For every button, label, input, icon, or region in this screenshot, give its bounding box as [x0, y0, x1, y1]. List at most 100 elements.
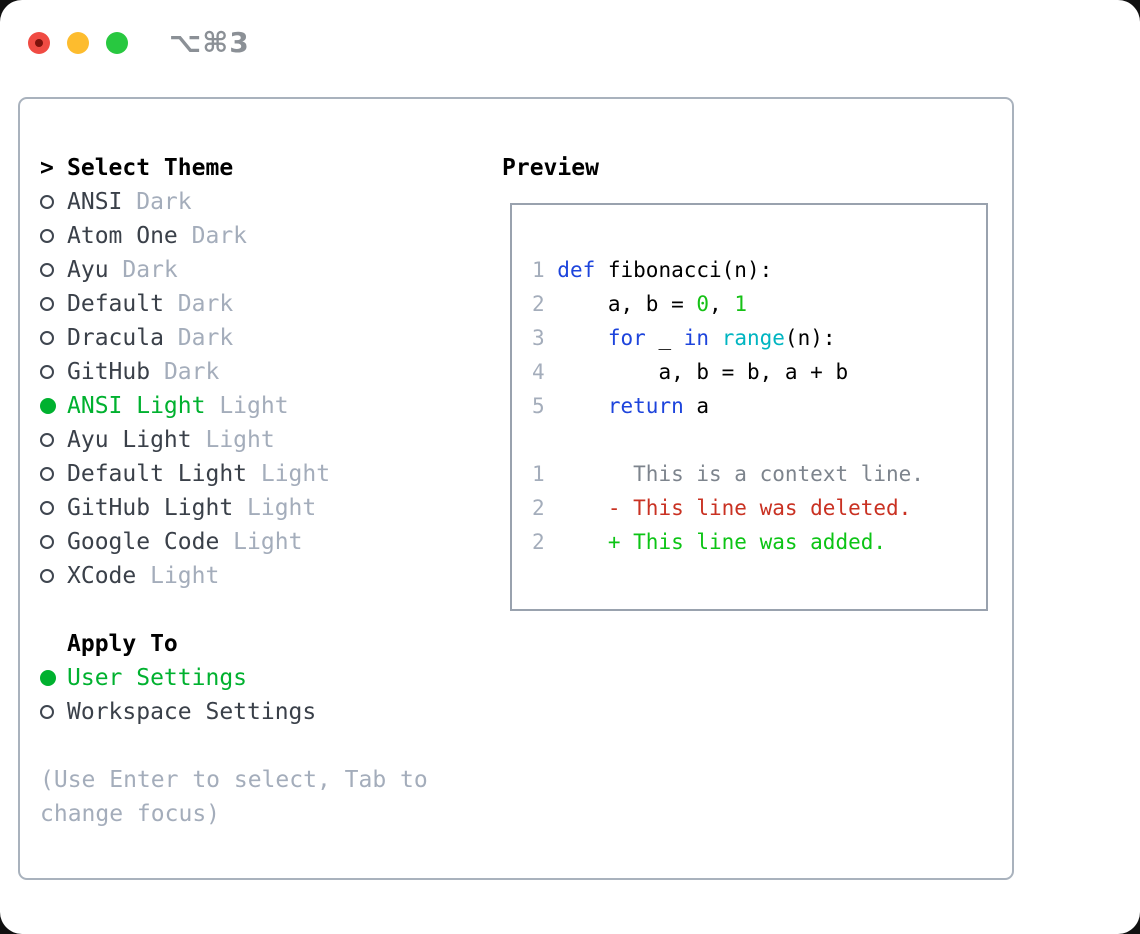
theme-option[interactable]: XCode Light — [40, 559, 500, 593]
apply-option[interactable]: User Settings — [40, 661, 500, 695]
code-segment-plain: a — [683, 394, 710, 418]
theme-name: Atom One — [67, 223, 178, 249]
code-segment-plain: fibonacci(n): — [595, 258, 773, 282]
diff-text: + This line was added. — [557, 530, 887, 554]
radio-cell — [40, 569, 67, 583]
traffic-light-minimize-icon[interactable] — [67, 31, 89, 54]
select-theme-title: Select Theme — [67, 155, 234, 181]
theme-option[interactable]: Default Dark — [40, 287, 500, 321]
theme-variant: Light — [191, 427, 275, 453]
theme-option[interactable]: ANSI Light Light — [40, 389, 500, 423]
theme-name: ANSI Light — [67, 393, 206, 419]
code-segment-number: 0 — [696, 292, 710, 316]
radio-cell — [40, 670, 67, 686]
line-number: 3 — [532, 326, 558, 350]
diff-line-added: 2 + This line was added. — [532, 525, 986, 559]
spacer — [40, 729, 500, 763]
theme-label: ANSI Dark — [67, 189, 192, 215]
radio-cell — [40, 297, 67, 311]
code-segment-plain: _ — [645, 326, 684, 350]
theme-name: Dracula — [67, 325, 164, 351]
theme-label: Ayu Dark — [67, 257, 178, 283]
theme-label: Ayu Light Light — [67, 427, 275, 453]
code-segment-plain — [557, 326, 608, 350]
theme-name: Ayu Light — [67, 427, 192, 453]
window-titlebar: ⌥⌘3 — [28, 26, 250, 59]
theme-option[interactable]: Default Light Light — [40, 457, 500, 491]
diff-line-context: 1 This is a context line. — [532, 457, 986, 491]
radio-icon — [40, 365, 54, 379]
radio-cell — [40, 433, 67, 447]
code-segment-keyword: in — [683, 326, 710, 350]
radio-cell — [40, 331, 67, 345]
code-line: 3 for _ in range(n): — [532, 321, 986, 355]
radio-cell — [40, 263, 67, 277]
diff-line-deleted: 2 - This line was deleted. — [532, 491, 986, 525]
code-segment-plain: , — [709, 292, 735, 316]
line-number: 2 — [532, 530, 558, 554]
radio-icon — [40, 501, 54, 515]
theme-label: GitHub Dark — [67, 359, 219, 385]
theme-option[interactable]: Ayu Light Light — [40, 423, 500, 457]
radio-cell — [40, 398, 67, 414]
apply-to-header-row: Apply To — [40, 627, 500, 661]
theme-option[interactable]: GitHub Dark — [40, 355, 500, 389]
radio-cell — [40, 229, 67, 243]
radio-cell — [40, 501, 67, 515]
theme-name: Google Code — [67, 529, 220, 555]
theme-label: Default Dark — [67, 291, 233, 317]
theme-variant: Light — [233, 495, 317, 521]
radio-icon — [40, 229, 54, 243]
apply-to-title: Apply To — [67, 631, 178, 657]
radio-icon — [40, 297, 54, 311]
theme-variant: Light — [247, 461, 331, 487]
theme-label: GitHub Light Light — [67, 495, 316, 521]
radio-cell — [40, 535, 67, 549]
select-theme-header: > Select Theme — [40, 151, 500, 185]
radio-icon — [40, 535, 54, 549]
radio-icon — [40, 467, 54, 481]
theme-option[interactable]: Atom One Dark — [40, 219, 500, 253]
theme-option[interactable]: ANSI Dark — [40, 185, 500, 219]
theme-option[interactable]: Google Code Light — [40, 525, 500, 559]
theme-variant: Light — [219, 529, 303, 555]
spacer — [532, 423, 986, 457]
theme-variant: Dark — [163, 291, 234, 317]
apply-option[interactable]: Workspace Settings — [40, 695, 500, 729]
traffic-light-zoom-icon[interactable] — [106, 31, 128, 54]
code-segment-plain: (n): — [784, 326, 836, 350]
radio-selected-icon — [40, 670, 56, 686]
theme-name: XCode — [67, 563, 137, 589]
radio-icon — [40, 331, 54, 345]
theme-option[interactable]: Ayu Dark — [40, 253, 500, 287]
radio-icon — [40, 263, 54, 277]
radio-icon — [40, 569, 54, 583]
line-number: 5 — [532, 394, 558, 418]
focus-arrow-icon: > — [40, 155, 54, 181]
radio-cell — [40, 195, 67, 209]
radio-cell — [40, 365, 67, 379]
code-segment-plain — [557, 394, 608, 418]
theme-name: ANSI — [67, 189, 123, 215]
apply-option-label: Workspace Settings — [67, 699, 317, 725]
theme-name: GitHub — [67, 359, 151, 385]
theme-variant: Dark — [177, 223, 248, 249]
window-title: ⌥⌘3 — [169, 26, 250, 59]
theme-variant: Dark — [150, 359, 220, 385]
theme-variant: Light — [136, 563, 220, 589]
code-segment-number: 1 — [734, 292, 747, 316]
radio-icon — [40, 705, 54, 719]
theme-option[interactable]: Dracula Dark — [40, 321, 500, 355]
theme-variant: Dark — [122, 189, 192, 215]
diff-text: This is a context line. — [557, 462, 924, 486]
theme-label: Dracula Dark — [67, 325, 233, 351]
radio-icon — [40, 195, 54, 209]
theme-option[interactable]: GitHub Light Light — [40, 491, 500, 525]
line-number: 2 — [532, 496, 558, 520]
theme-variant: Light — [205, 393, 289, 419]
code-segment-plain: a, b = b, a + b — [557, 360, 849, 384]
traffic-light-close-icon[interactable] — [28, 31, 50, 54]
